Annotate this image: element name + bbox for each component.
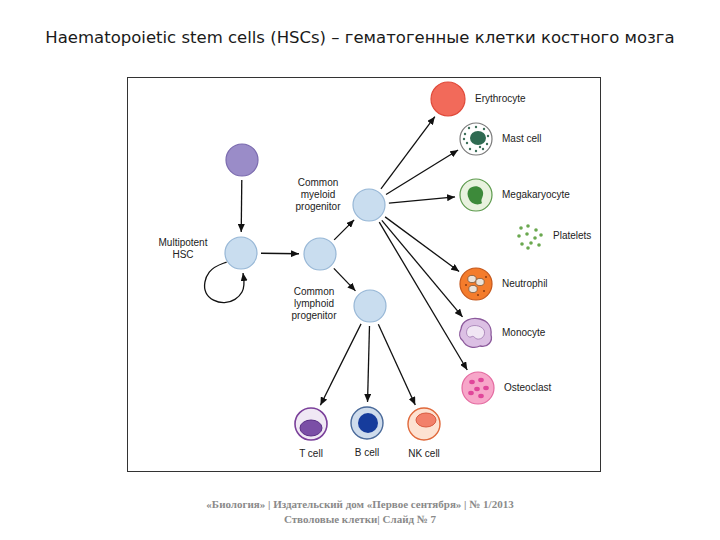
arrow (261, 253, 299, 255)
cell-circle: T cell (294, 407, 328, 441)
cell-drawing (407, 407, 441, 441)
cell-drawing (224, 236, 258, 270)
cell-drawing (353, 289, 387, 323)
cell-label: Common lymphoid progenitor (285, 286, 343, 322)
cell-label: Monocyte (502, 327, 545, 339)
cell-circle: Monocyte (459, 316, 493, 350)
cell-label: Platelets (553, 230, 591, 242)
arrow (334, 220, 354, 240)
arrow (368, 326, 370, 402)
arrow (382, 220, 463, 317)
cell-circle: Multipotent HSC (224, 236, 258, 270)
cell-label: Osteoclast (504, 382, 551, 394)
cell-circle: Megakaryocyte (459, 178, 493, 212)
cell-label: Erythrocyte (475, 93, 526, 105)
cell-drawing (352, 188, 386, 222)
arrow (379, 222, 467, 370)
cell-drawing (303, 237, 337, 271)
cell-drawing (350, 406, 384, 440)
cell-circle: Neutrophil (459, 267, 493, 301)
cell-drawing (294, 407, 328, 441)
cell-label: Multipotent HSC (151, 237, 215, 261)
arrow (386, 150, 458, 194)
cell-drawing (459, 316, 493, 350)
cell-drawing (459, 122, 493, 156)
cell-circle: Mast cell (459, 122, 493, 156)
arrow (320, 324, 361, 405)
cell-label: B cell (355, 447, 379, 459)
cell-circle: Common myeloid progenitor (352, 188, 386, 222)
cell-drawing (225, 143, 259, 177)
footer-credit: Стволовые клетки| Слайд № 7 (10, 513, 710, 525)
cell-circle: Erythrocyte (430, 81, 466, 117)
cell-circle: Common lymphoid progenitor (353, 289, 387, 323)
arrow (378, 324, 415, 405)
cell-label: Megakaryocyte (502, 189, 570, 201)
cell-circle (225, 143, 259, 177)
cell-drawing (459, 178, 493, 212)
cell-circle: NK cell (407, 407, 441, 441)
cell-circle: Osteoclast (461, 371, 495, 405)
cell-circle: B cell (350, 406, 384, 440)
cell-label: T cell (299, 448, 323, 460)
arrow (241, 180, 243, 232)
cell-circle (303, 237, 337, 271)
arrow (385, 217, 459, 272)
cell-drawing (459, 267, 493, 301)
arrow (381, 117, 435, 189)
footer-credit: «Биология» | Издательский дом «Первое се… (10, 498, 710, 510)
cell-drawing (461, 371, 495, 405)
cell-label: Neutrophil (502, 278, 548, 290)
slide-title: Haematopoietic stem cells (HSCs) – гемат… (10, 28, 710, 47)
arrow (389, 197, 455, 203)
cell-label: Common myeloid progenitor (289, 177, 347, 213)
cell-drawing (516, 222, 544, 250)
cell-label: NK cell (408, 448, 440, 460)
cell-circle: Platelets (516, 222, 544, 250)
cell-label: Mast cell (502, 133, 541, 145)
arrow (334, 268, 356, 290)
cell-drawing (430, 81, 466, 117)
